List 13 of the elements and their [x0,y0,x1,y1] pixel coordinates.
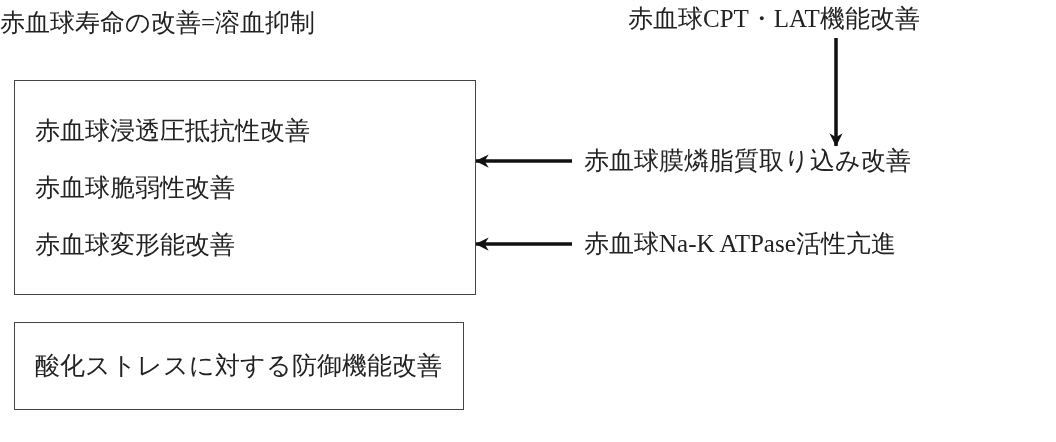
title: 赤血球寿命の改善=溶血抑制 [0,8,316,38]
effect-text: 赤血球脆弱性改善 [35,172,236,203]
effect-text: 赤血球変形能改善 [35,229,236,260]
arrow [475,237,572,251]
cause-text: 赤血球CPT・LAT機能改善 [628,4,920,34]
arrow [475,154,572,168]
cause-text: 赤血球膜燐脂質取り込み改善 [584,146,911,176]
cause-text: 赤血球Na-K ATPase活性亢進 [584,229,896,259]
effect-text: 酸化ストレスに対する防御機能改善 [35,351,443,381]
effect-text: 赤血球浸透圧抵抗性改善 [35,115,311,146]
arrow [829,38,843,147]
effect-box [14,80,476,295]
effect-box [14,322,464,410]
